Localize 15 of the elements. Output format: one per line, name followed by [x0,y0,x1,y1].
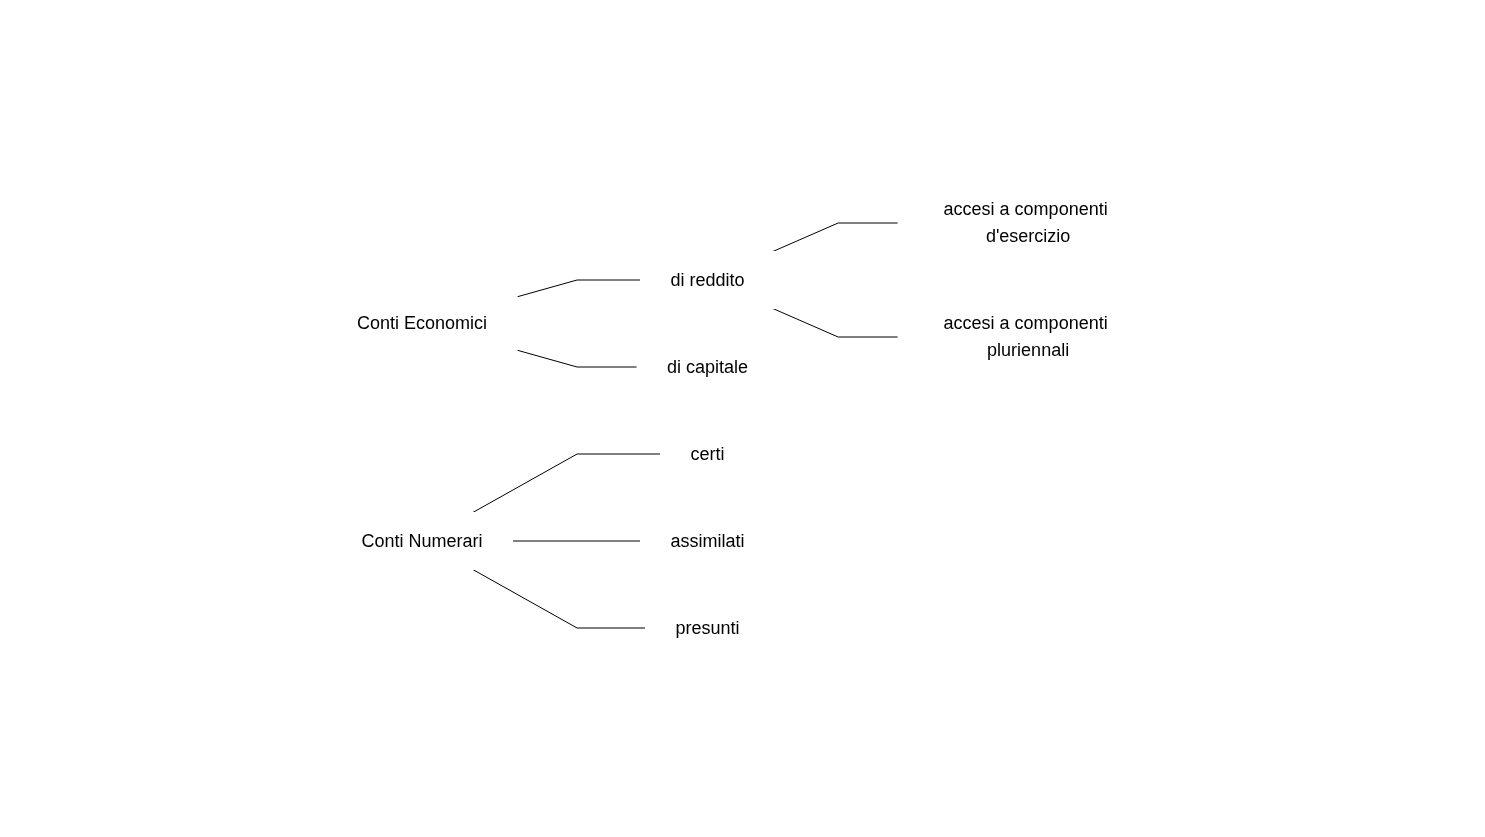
connector [772,307,899,338]
node-text: accesi a componenti pluriennali [943,312,1108,360]
node-text: assimilati [670,530,745,551]
node-text: presunti [675,617,740,638]
node-text: Conti Numerari [361,530,483,551]
connector [516,349,638,368]
node-text: di reddito [670,269,745,290]
node-text: accesi a componenti d'esercizio [943,198,1108,246]
node-text: di capitale [667,356,749,377]
connector [516,279,641,298]
connector [772,222,899,252]
node-text: Conti Economici [356,312,487,333]
connector [472,453,661,513]
node-text: certi [690,443,725,464]
connector [472,568,646,629]
